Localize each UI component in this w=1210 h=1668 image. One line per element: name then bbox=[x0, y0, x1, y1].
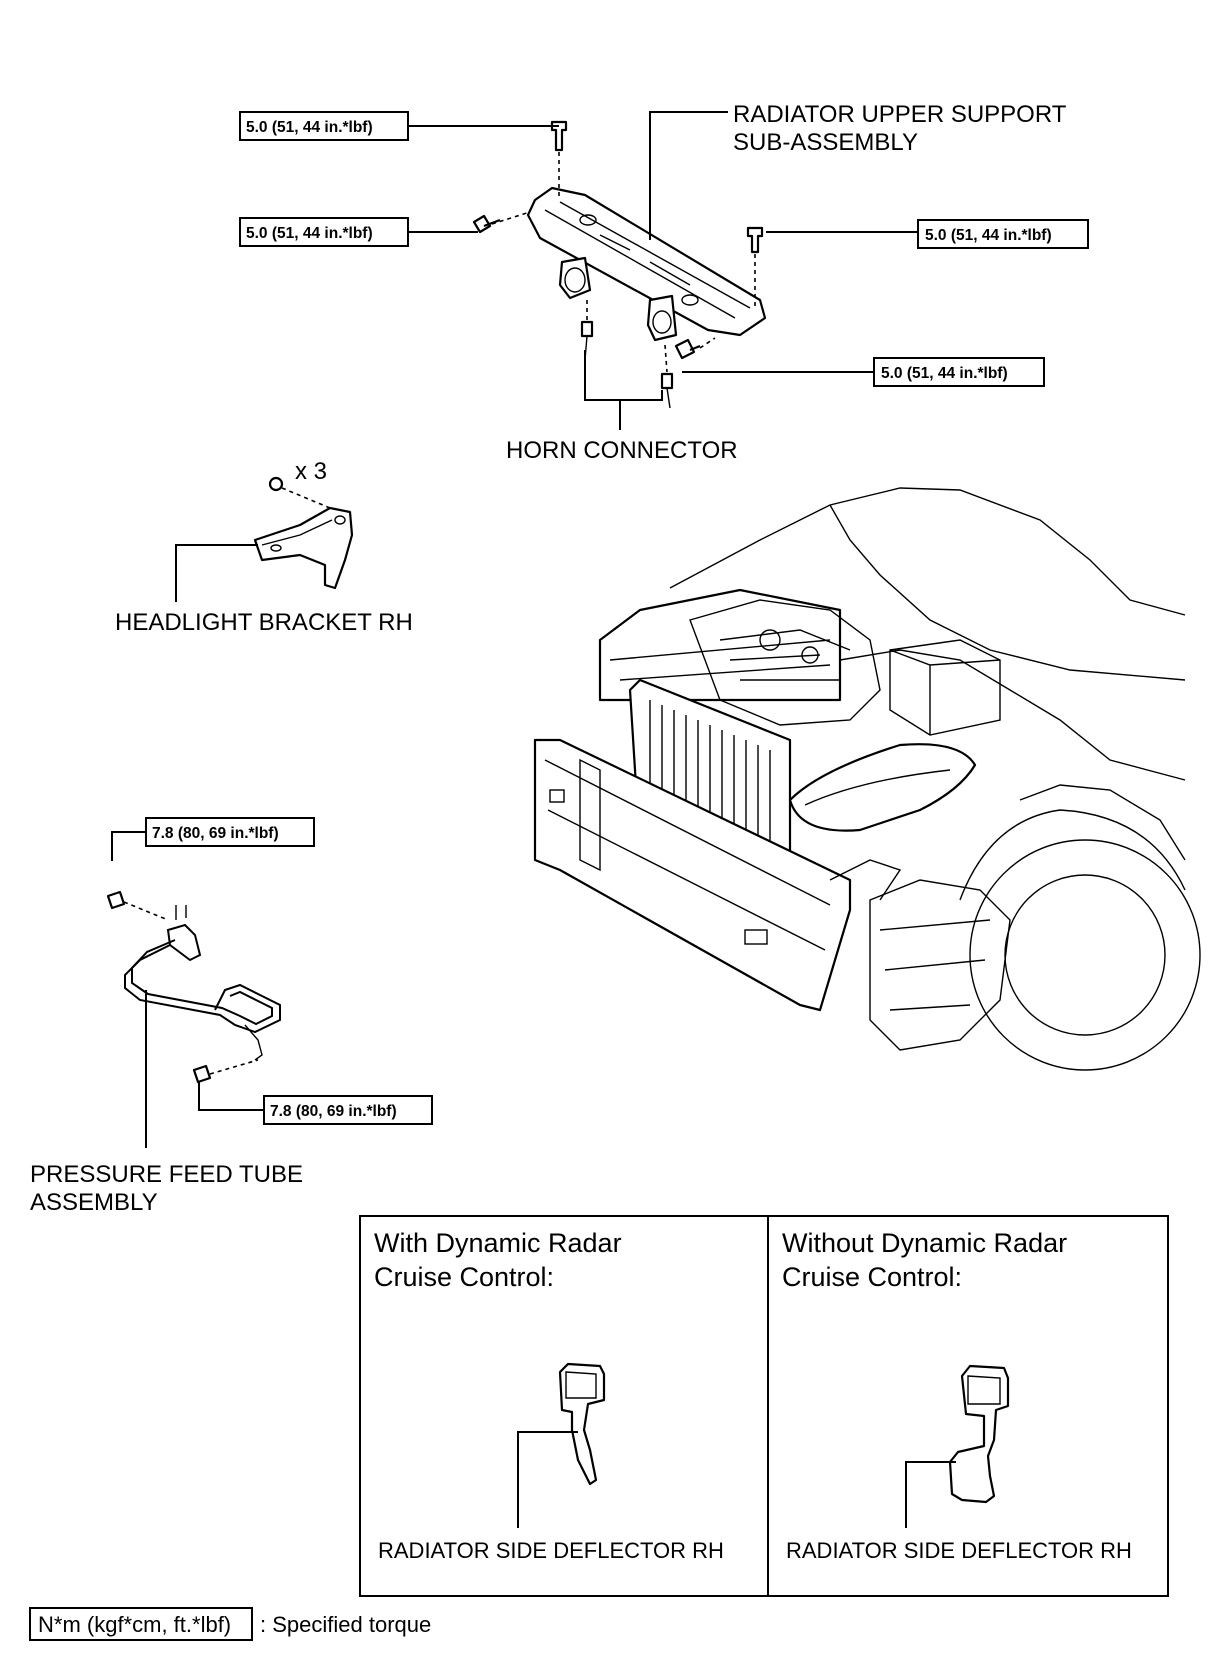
deflector-without-radar-drawing bbox=[905, 1364, 1010, 1528]
legend-text: : Specified torque bbox=[260, 1612, 431, 1637]
svg-text:7.8 (80, 69 in.*lbf): 7.8 (80, 69 in.*lbf) bbox=[152, 825, 279, 842]
radiator-support-label-line2: SUB-ASSEMBLY bbox=[733, 129, 918, 156]
svg-text:5.0 (51, 44 in.*lbf): 5.0 (51, 44 in.*lbf) bbox=[925, 227, 1052, 244]
nut-icon bbox=[268, 476, 284, 492]
vehicle-front-drawing bbox=[533, 487, 1201, 1071]
torque-spec-top-left: 5.0 (51, 44 in.*lbf) bbox=[239, 111, 409, 141]
radiator-support-label-line1: RADIATOR UPPER SUPPORT bbox=[733, 101, 1067, 128]
without-radar-title-line2: Cruise Control: bbox=[782, 1262, 962, 1292]
radiator-leader-lines bbox=[406, 111, 918, 430]
bolt-icon bbox=[674, 338, 701, 360]
pressure-tube-label-line2: ASSEMBLY bbox=[30, 1189, 158, 1216]
torque-spec-tube-lower: 7.8 (80, 69 in.*lbf) bbox=[263, 1095, 433, 1125]
deflector-without-radar-label: RADIATOR SIDE DEFLECTOR RH bbox=[786, 1538, 1132, 1563]
torque-spec-tube-upper: 7.8 (80, 69 in.*lbf) bbox=[145, 817, 315, 847]
headlight-bracket-drawing: x 3 HEADLIGHT BRACKET RH bbox=[115, 458, 413, 636]
torque-spec-lower-right: 5.0 (51, 44 in.*lbf) bbox=[873, 357, 1045, 387]
bolt-icon bbox=[746, 226, 764, 254]
deflector-variant-table: With Dynamic Radar Cruise Control: RADIA… bbox=[359, 1215, 1169, 1597]
pressure-feed-tube-drawing: 7.8 (80, 69 in.*lbf) 7.8 (80, 69 in.*lbf… bbox=[30, 817, 433, 1216]
deflector-with-radar-label: RADIATOR SIDE DEFLECTOR RH bbox=[378, 1538, 724, 1563]
torque-spec-mid-right: 5.0 (51, 44 in.*lbf) bbox=[917, 219, 1089, 249]
svg-text:7.8 (80, 69 in.*lbf): 7.8 (80, 69 in.*lbf) bbox=[270, 1103, 397, 1120]
radiator-upper-support-drawing bbox=[472, 120, 767, 409]
legend-unit: N*m (kgf*cm, ft.*lbf) bbox=[38, 1612, 231, 1637]
svg-text:5.0 (51, 44 in.*lbf): 5.0 (51, 44 in.*lbf) bbox=[246, 119, 373, 136]
svg-text:5.0 (51, 44 in.*lbf): 5.0 (51, 44 in.*lbf) bbox=[881, 365, 1008, 382]
radiator-core-lines bbox=[649, 700, 771, 894]
horn-connector-label: HORN CONNECTOR bbox=[506, 437, 738, 464]
bolt-icon bbox=[192, 1064, 212, 1084]
headlight-bracket-label: HEADLIGHT BRACKET RH bbox=[115, 609, 413, 636]
quantity-label: x 3 bbox=[295, 458, 327, 485]
bolt-icon bbox=[550, 120, 568, 152]
torque-legend: N*m (kgf*cm, ft.*lbf) : Specified torque bbox=[29, 1607, 431, 1641]
with-radar-title-line1: With Dynamic Radar bbox=[374, 1228, 622, 1258]
bolt-icon bbox=[472, 214, 501, 234]
pressure-tube-label-line1: PRESSURE FEED TUBE bbox=[30, 1161, 303, 1188]
bolt-icon bbox=[106, 890, 126, 910]
with-radar-title-line2: Cruise Control: bbox=[374, 1262, 554, 1292]
torque-spec-mid-left: 5.0 (51, 44 in.*lbf) bbox=[239, 217, 409, 247]
without-radar-title-line1: Without Dynamic Radar bbox=[782, 1228, 1067, 1258]
deflector-with-radar-drawing bbox=[517, 1362, 606, 1528]
svg-text:5.0 (51, 44 in.*lbf): 5.0 (51, 44 in.*lbf) bbox=[246, 225, 373, 242]
